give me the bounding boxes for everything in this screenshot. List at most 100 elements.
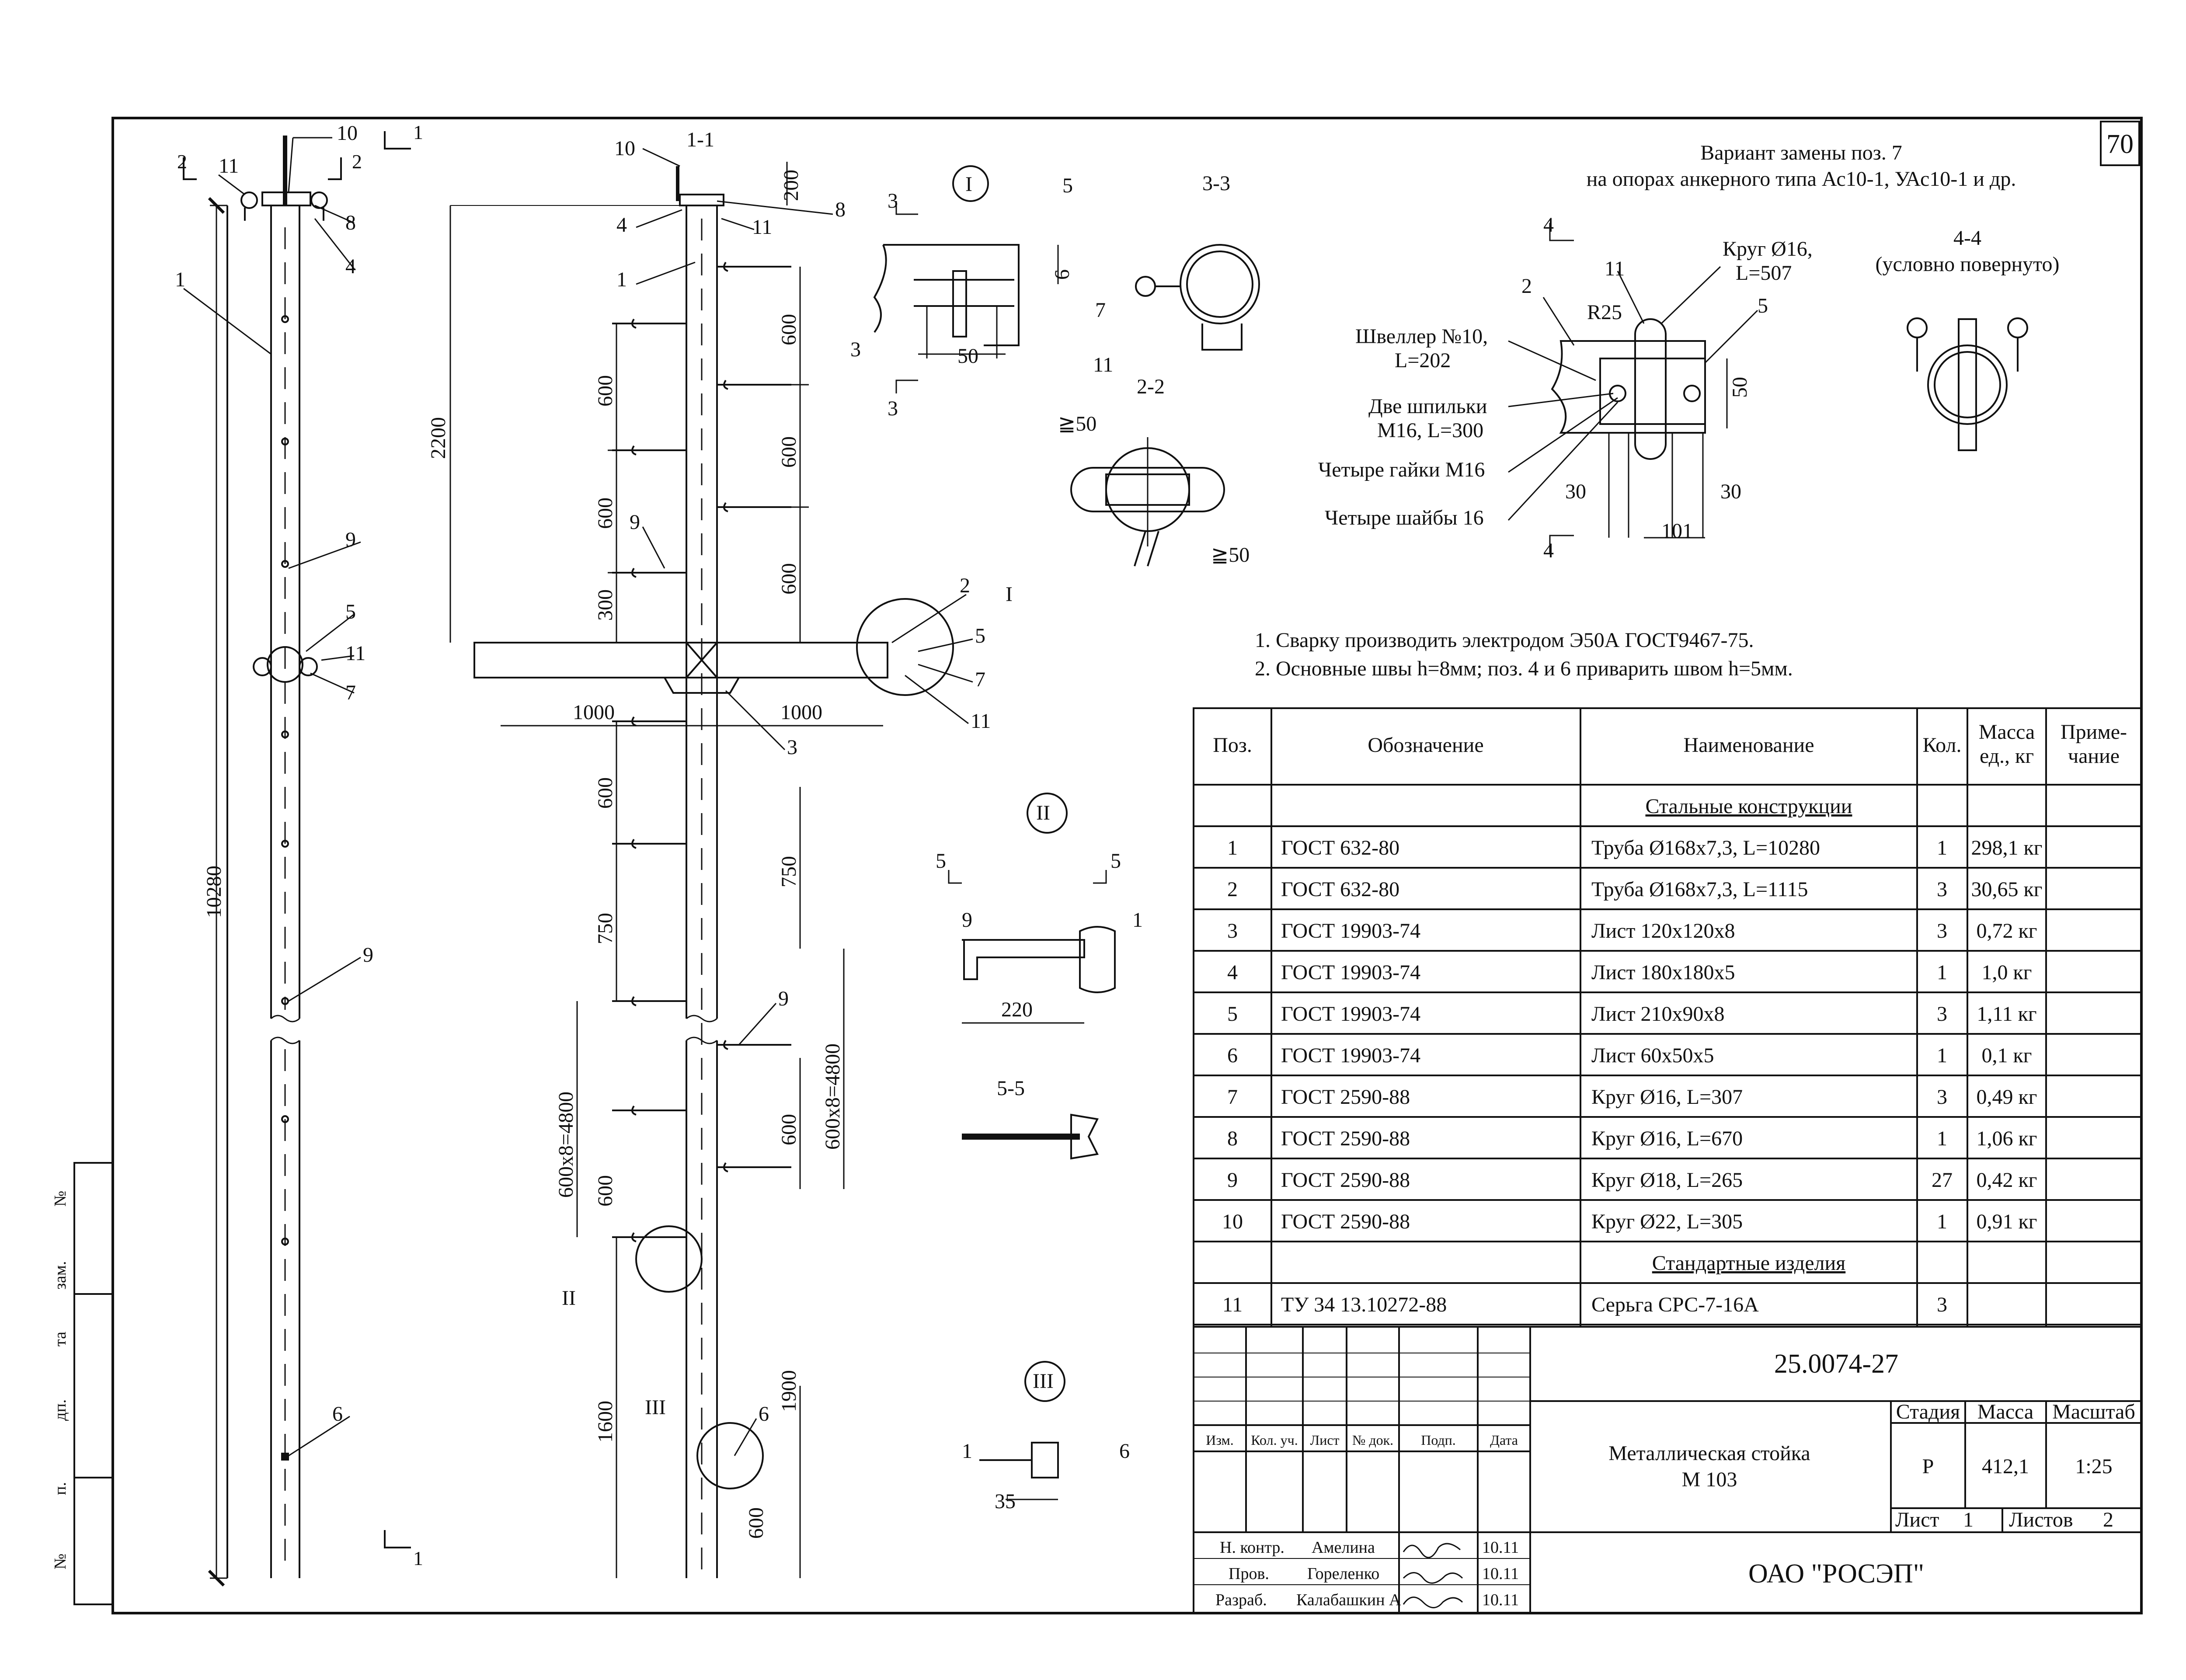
tb-mass: 412,1 [1982, 1455, 2029, 1478]
side-view-1-1 [449, 162, 954, 1578]
dim-min50-top: ≧50 [1058, 412, 1096, 435]
table-cell-pos: 7 [1227, 1085, 1238, 1109]
detail-II [948, 793, 1116, 1500]
sv-callout-11b: 11 [971, 710, 991, 733]
table-cell-qty: 1 [1937, 1127, 1947, 1150]
variant-leaders [1507, 266, 1758, 521]
detail-I-callout-3: 3 [850, 338, 861, 361]
tb-col-izm: Изм. [1206, 1432, 1234, 1448]
dim-600-r1: 600 [777, 314, 801, 345]
detail-I-mark-3-top: 3 [888, 189, 898, 212]
front-view [183, 131, 411, 1587]
table-cell-mass: 0,72 кг [1976, 919, 2037, 943]
dim-1900: 1900 [777, 1370, 801, 1412]
detail-II-mark-5-left: 5 [936, 849, 946, 873]
variant-dim-30-left: 30 [1565, 480, 1586, 503]
detail-II-III-text: II 5 5 9 1 220 5-5 III 1 6 35 [936, 801, 1143, 1513]
table-group-title: Стальные конструкции [1646, 795, 1852, 818]
sv-callout-11: 11 [752, 216, 772, 239]
table-cell-mass: 0,49 кг [1976, 1085, 2037, 1109]
section-3-3 [1135, 244, 1260, 351]
drawing-frame [111, 117, 2143, 1614]
table-cell-qty: 3 [1937, 1085, 1947, 1109]
callout-5: 5 [345, 600, 356, 623]
variant-rod: Круг Ø16, [1723, 237, 1813, 261]
table-cell-pos: 10 [1222, 1210, 1243, 1233]
detail-I-dim-6: 6 [1051, 269, 1074, 280]
sv-callout-5: 5 [975, 624, 985, 647]
note-1: 1. Сварку производить электродом Э50А ГО… [1255, 629, 1754, 652]
side-view-leaders [636, 148, 973, 1456]
dim-1600: 1600 [594, 1401, 617, 1443]
sheet-number: 70 [2106, 129, 2134, 159]
tb-mass-hdr: Масса [1977, 1400, 2033, 1423]
dim-600-l4: 600 [594, 1175, 617, 1207]
table-cell-designation: ГОСТ 19903-74 [1281, 961, 1420, 984]
table-cell-name: Лист 120х120х8 [1591, 919, 1735, 943]
variant-radius: R25 [1587, 301, 1622, 324]
hdr-designation: Обозначение [1368, 734, 1483, 757]
variant-callout-5: 5 [1758, 294, 1768, 317]
side-stamp [73, 1162, 114, 1605]
dim-4800-l: 600x8=4800 [554, 1092, 578, 1198]
tb-sheet: 1 [1963, 1508, 1974, 1531]
variant-channel-len: L=202 [1395, 349, 1451, 372]
dim-600-r4: 600 [777, 1114, 801, 1145]
stamp-no: № [51, 1191, 70, 1207]
table-cell-mass: 1,11 кг [1977, 1002, 2036, 1026]
dim-1000-left: 1000 [573, 701, 615, 724]
detail-I-callout-11: 11 [1093, 353, 1113, 376]
hdr-note-2: чание [2068, 744, 2120, 768]
table-cell-name: Серьга СРС-7-16А [1591, 1293, 1759, 1316]
variant-section-note: (условно повернуто) [1876, 253, 2060, 276]
callout-11b: 11 [345, 642, 365, 665]
table-cell-name: Круг Ø22, L=305 [1591, 1210, 1743, 1233]
tb-scale-hdr: Масштаб [2052, 1400, 2135, 1423]
tb-sheet-label: Лист [1895, 1508, 1939, 1531]
stamp-zam: зам. [51, 1261, 70, 1290]
variant-dim-30-right: 30 [1720, 480, 1741, 503]
sv-callout-3: 3 [787, 736, 797, 759]
tb-stage-hdr: Стадия [1896, 1400, 1960, 1423]
variant-text: 4 4 2 11 Круг Ø16, L=507 R25 5 Швеллер №… [1318, 213, 2059, 562]
detail-III-callout-1: 1 [962, 1440, 972, 1463]
callout-10: 10 [337, 122, 358, 145]
detail-II-dim-220: 220 [1001, 998, 1033, 1021]
tb-col-data: Дата [1490, 1432, 1518, 1448]
table-cell-qty: 1 [1937, 836, 1947, 859]
stamp-dp: дп. [51, 1399, 70, 1421]
tb-name-kalabashkin: Калабашкин А [1296, 1591, 1401, 1609]
variant-callout-2: 2 [1521, 275, 1532, 298]
tb-col-ndok: № док. [1352, 1432, 1393, 1448]
detail-I-title: I [965, 173, 972, 196]
notes: 1. Сварку производить электродом Э50А ГО… [1255, 629, 1793, 680]
dim-600-r2: 600 [777, 436, 801, 468]
variant-studs-spec: M16, L=300 [1377, 419, 1483, 442]
table-group-title: Стандартные изделия [1652, 1252, 1845, 1275]
table-cell-pos: 1 [1227, 836, 1238, 859]
detail-I-text: I 3 3 5 6 7 3 50 11 [850, 173, 1113, 420]
sv-callout-9b: 9 [778, 987, 789, 1010]
mark-2-left: 2 [177, 150, 187, 173]
callout-9a: 9 [345, 528, 356, 551]
callout-7: 7 [345, 681, 356, 704]
section-2-2 [1070, 437, 1225, 567]
detail-I-callout-7: 7 [1095, 299, 1106, 322]
table-cell-designation: ГОСТ 2590-88 [1281, 1169, 1410, 1192]
mark-1-top: 1 [413, 121, 423, 143]
table-cell-qty: 1 [1937, 1044, 1947, 1067]
table-cell-designation: ГОСТ 19903-74 [1281, 1002, 1420, 1026]
detail-I-callout-5: 5 [1062, 174, 1073, 197]
spec-table-grid [1193, 707, 2142, 1328]
tb-role-razrab: Разраб. [1215, 1591, 1267, 1609]
hdr-mass-1: Масса [1979, 720, 2035, 744]
table-cell-name: Лист 60х50х5 [1591, 1044, 1714, 1067]
variant-channel: Швеллер №10, [1355, 325, 1488, 348]
table-cell-mass: 0,91 кг [1976, 1210, 2037, 1233]
variant-drawing [1549, 223, 2028, 553]
tb-company: ОАО "РОСЭП" [1748, 1559, 1924, 1589]
table-cell-designation: ГОСТ 2590-88 [1281, 1210, 1410, 1233]
dim-4800-r: 600x8=4800 [821, 1043, 844, 1150]
sv-callout-7: 7 [975, 668, 985, 691]
side-view-callouts: 10 4 1 8 11 9 2 5 7 11 3 9 6 [614, 137, 991, 1426]
